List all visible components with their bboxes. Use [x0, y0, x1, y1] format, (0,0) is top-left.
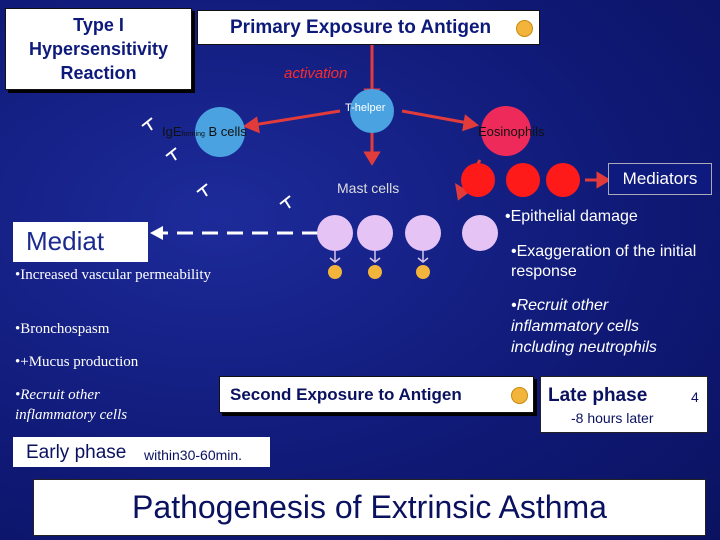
mediat-label: Mediat: [26, 226, 105, 256]
ige-antibody-icon: [196, 183, 208, 197]
b-cell: [195, 107, 245, 157]
ige-antibody-icon: [165, 147, 177, 161]
bound-antigen-icon: [328, 265, 342, 279]
title-line-2: Hypersensitivity: [28, 39, 169, 59]
late-phase-box: Late phase -8 hours later 4: [540, 376, 708, 433]
antigen-icon: [516, 20, 533, 37]
mast-cell: [405, 215, 441, 251]
mast-cells-row: [317, 215, 498, 251]
b-cells-label: B cells: [208, 124, 247, 139]
bound-ige-icon: [369, 251, 381, 263]
th-to-ige-arrow-head: [242, 116, 260, 134]
title-box: Type I Hypersensitivity Reaction: [5, 8, 192, 90]
th-to-eos-arrow: [401, 109, 469, 125]
late-effect-item: •Exaggeration of the initial response: [511, 243, 697, 280]
early-effect-item: •+Mucus production: [15, 354, 139, 370]
title-line-3: Reaction: [60, 63, 137, 83]
mast-cells-label: Mast cells: [337, 180, 400, 196]
ige-antibody-icon: [279, 195, 291, 209]
activation-label: activation: [284, 65, 348, 82]
early-phase-time: within30-60min.: [144, 447, 243, 463]
early-phase-title: Early phase: [26, 442, 127, 463]
title-line-1: Type I: [73, 15, 124, 35]
bound-antigen-icon: [368, 265, 382, 279]
red-cell: [506, 163, 540, 197]
primary-exposure-label: Primary Exposure to Antigen: [230, 17, 492, 38]
early-effect-item: •Bronchospasm: [15, 321, 110, 337]
th-to-ige-arrow: [252, 109, 341, 127]
th-to-eos-arrow-head: [462, 114, 480, 132]
page-number: 4: [691, 389, 699, 405]
mast-cell: [317, 215, 353, 251]
t-helper-label: T-helper: [345, 102, 386, 114]
mast-cell: [462, 215, 498, 251]
t-helper-cell: [350, 89, 394, 133]
early-effect-item: •Increased vascular permeability: [15, 267, 211, 283]
bound-ige-icon: [417, 251, 429, 263]
eos-to-mast-arrow-head: [454, 183, 470, 201]
ige-antibody-icon: [141, 117, 153, 131]
eosinophils-label: Eosinophils: [478, 124, 545, 139]
primary-exposure-box: Primary Exposure to Antigen: [197, 10, 540, 45]
th-to-mast-arrow-head: [363, 151, 381, 166]
late-phase-time: -8 hours later: [571, 410, 654, 426]
ige-label: IgE: [162, 124, 182, 139]
footer-title: Pathogenesis of Extrinsic Asthma: [132, 489, 607, 525]
bound-antigen-icon: [416, 265, 430, 279]
early-effect-item: •Recruit other inflammatory cells: [15, 387, 128, 423]
late-effect-item: •Epithelial damage: [505, 208, 638, 225]
mast-cell: [357, 215, 393, 251]
mediators-label: Mediators: [622, 169, 698, 188]
to-mediators-arrow-head: [596, 171, 611, 189]
late-phase-title: Late phase: [548, 385, 648, 406]
footer-title-box: Pathogenesis of Extrinsic Asthma: [33, 479, 706, 536]
red-cell: [461, 163, 495, 197]
antigen-icon: [511, 387, 528, 404]
red-cell: [546, 163, 580, 197]
second-exposure-box: Second Exposure to Antigen: [219, 376, 534, 413]
ige-sub-label: forming: [181, 131, 205, 138]
eosinophil-cell: [481, 106, 531, 156]
second-exposure-label: Second Exposure to Antigen: [230, 385, 462, 404]
early-phase-box: Early phase within30-60min.: [13, 437, 270, 467]
bound-ige-icon: [329, 251, 341, 263]
late-effect-item: •Recruit other inflammatory cells includ…: [511, 297, 657, 356]
mediators-box: Mediators: [608, 163, 712, 195]
ige-b-cells-label: IgEforming B cells: [162, 124, 247, 139]
mediators-dashed-arrow-head: [150, 226, 163, 240]
mediat-box: Mediat: [13, 222, 148, 262]
